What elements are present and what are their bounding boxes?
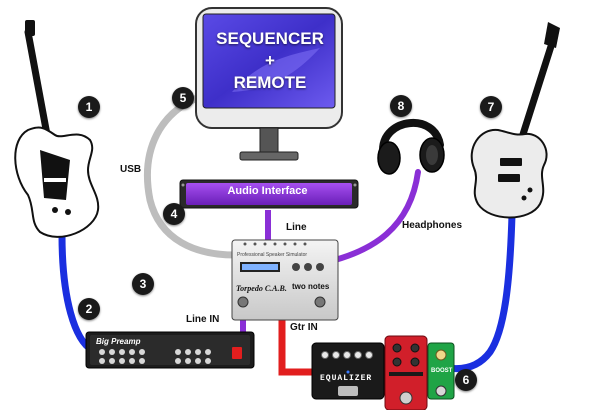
- badge-6: 6: [455, 369, 477, 391]
- badge-8: 8: [390, 95, 412, 117]
- equalizer-pedal: [311, 342, 385, 400]
- badge-1: 1: [78, 96, 100, 118]
- boost-pedal: [427, 342, 455, 400]
- boost-label: BOOST: [431, 368, 453, 374]
- guitar-cable: [444, 211, 516, 373]
- audio-interface: [179, 179, 359, 209]
- overdrive-pedal: [384, 335, 428, 410]
- badge-3: 3: [132, 273, 154, 295]
- badge-4: 4: [163, 203, 185, 225]
- preamp-label: Big Preamp: [96, 337, 141, 346]
- monitor: [195, 7, 343, 161]
- badge-2: 2: [78, 298, 100, 320]
- gtr-in-label: Gtr IN: [290, 322, 318, 333]
- line-in-label: Line IN: [186, 314, 220, 325]
- headphones-cable: [332, 169, 421, 263]
- bass-guitar: [14, 20, 100, 238]
- torpedo-brand: two notes: [292, 282, 330, 291]
- usb-label: USB: [120, 164, 142, 175]
- line-label: Line: [286, 222, 307, 233]
- headphones: [377, 118, 445, 175]
- electric-guitar: [470, 22, 560, 219]
- usb-cable: [143, 91, 239, 259]
- torpedo-cab: [231, 239, 339, 321]
- torpedo-name: Torpedo C.A.B.: [236, 284, 287, 293]
- badge-5: 5: [172, 87, 194, 109]
- big-preamp: [85, 331, 255, 369]
- gtr-in-cable: [278, 314, 318, 376]
- badge-7: 7: [480, 96, 502, 118]
- equalizer-label: EQUALIZER: [320, 374, 373, 383]
- headphones-label: Headphones: [402, 220, 463, 231]
- torpedo-subtitle: Professional Speaker Simulator: [237, 252, 308, 258]
